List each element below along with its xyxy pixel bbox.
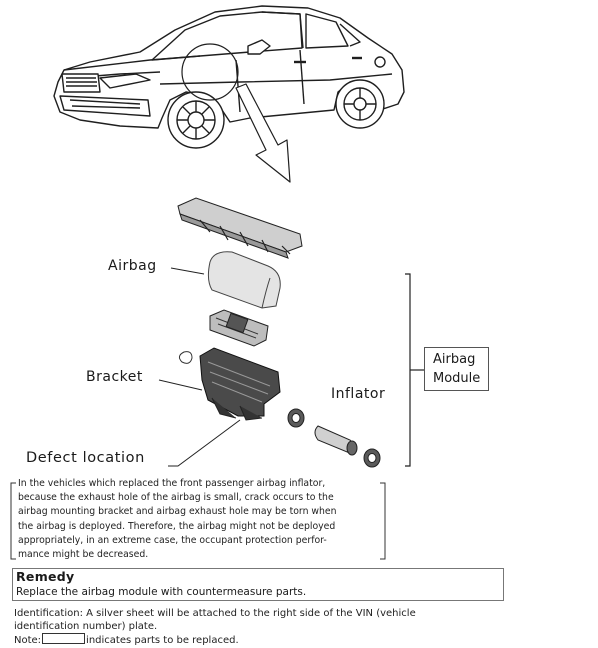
module-brace	[405, 273, 411, 467]
airbag-lid	[177, 197, 303, 259]
description-line: In the vehicles which replaced the front…	[18, 478, 326, 489]
inflator-housing	[209, 309, 269, 347]
description-line: appropriately, in an extreme case, the o…	[18, 534, 327, 546]
airbag-label: Airbag	[108, 258, 157, 274]
note-legend-box	[42, 633, 86, 644]
note-prefix: Note:	[14, 635, 42, 646]
description-line: airbag mounting bracket and airbag exhau…	[18, 506, 337, 518]
inflator-label: Inflator	[331, 386, 386, 402]
remedy-box: Remedy Replace the airbag module with co…	[12, 568, 504, 601]
identification-line2: identification number) plate.	[14, 620, 158, 632]
remedy-text: Replace the airbag module with counterme…	[16, 586, 307, 598]
identification-line1: Identification: A silver sheet will be a…	[14, 608, 416, 619]
note-line: Note: indicates parts to be replaced.	[14, 633, 594, 648]
car-illustration	[53, 5, 405, 149]
zoom-arrow	[235, 83, 291, 183]
remedy-title: Remedy	[16, 569, 75, 584]
airbag-module-label-line1: Airbag	[433, 352, 476, 367]
defect-location-label: Defect location	[26, 450, 145, 466]
bracket-label: Bracket	[86, 369, 143, 385]
description-line: mance might be decreased.	[18, 549, 149, 561]
description-line: the airbag is deployed. Therefore, the a…	[18, 520, 336, 532]
zoom-circle	[181, 43, 239, 101]
airbag-cushion	[207, 251, 281, 309]
airbag-module-box: Airbag Module	[424, 347, 490, 391]
note-suffix: indicates parts to be replaced.	[86, 635, 239, 646]
leader-lines	[158, 267, 241, 467]
description-line: because the exhaust hole of the airbag i…	[18, 492, 334, 504]
airbag-module-label-line2: Module	[433, 371, 481, 386]
bracket-part	[178, 347, 281, 421]
inflator-parts	[287, 408, 381, 468]
identification-note: Identification: A silver sheet will be a…	[14, 608, 594, 648]
defect-description: In the vehicles which replaced the front…	[18, 477, 380, 562]
